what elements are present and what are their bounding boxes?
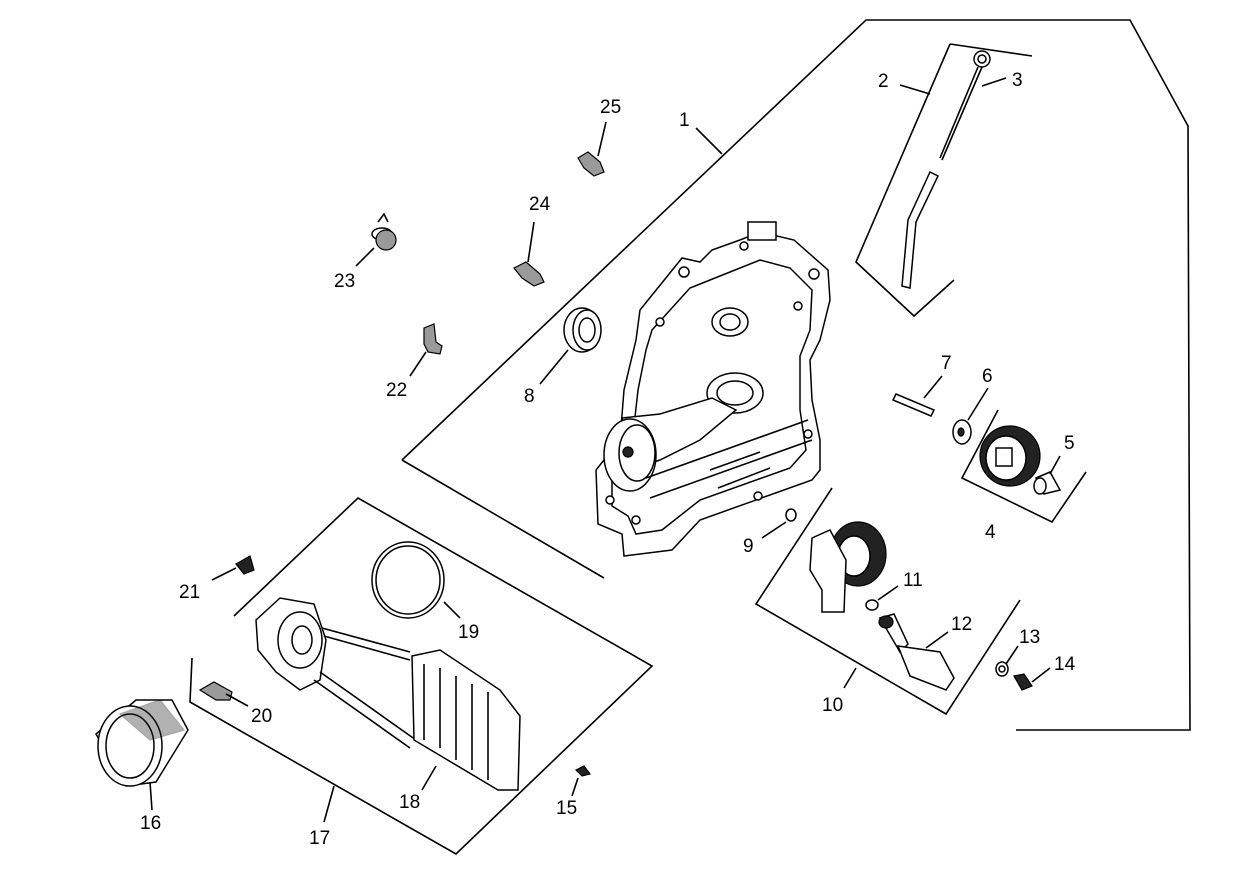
- elbow-fitting: [423, 323, 443, 355]
- callout-16: 16: [140, 813, 161, 834]
- bolt-20: [198, 681, 233, 701]
- oil-filter-adapter: [255, 597, 417, 749]
- o-ring-pump: [865, 599, 879, 611]
- callout-24: 24: [529, 194, 551, 215]
- callout-12: 12: [951, 614, 972, 635]
- callout-4: 4: [985, 522, 996, 543]
- crankcase-cover: [595, 221, 831, 557]
- crankcase-cover-group-outline-lower: [401, 459, 605, 579]
- washer-13: [995, 661, 1009, 677]
- washer: [952, 419, 972, 445]
- callout-2: 2: [878, 71, 889, 92]
- leader-lines: [149, 77, 1061, 823]
- callout-7: 7: [941, 353, 952, 374]
- oil-seal: [563, 307, 602, 353]
- shaft-pin: [891, 393, 936, 417]
- callout-9: 9: [743, 536, 754, 557]
- oil-pump-group-outline: [754, 487, 1021, 716]
- group-outlines: [189, 19, 1191, 855]
- o-ring-large: [371, 541, 445, 619]
- bolt-25: [577, 151, 605, 177]
- callout-18: 18: [399, 792, 420, 813]
- crankcase-cover-group-outline: [401, 19, 1191, 731]
- callout-15: 15: [556, 798, 577, 819]
- callout-17: 17: [309, 828, 330, 849]
- dipstick-group-outline: [949, 43, 1033, 57]
- callout-6: 6: [982, 366, 993, 387]
- dipstick: [901, 50, 991, 289]
- callout-5: 5: [1064, 433, 1075, 454]
- callout-3: 3: [1012, 70, 1023, 91]
- gear-sleeve: [1033, 471, 1062, 495]
- callout-13: 13: [1019, 627, 1040, 648]
- callout-10: 10: [822, 695, 843, 716]
- callout-1: 1: [679, 110, 690, 131]
- oil-strainer: [878, 613, 955, 691]
- callout-8: 8: [524, 386, 535, 407]
- callout-14: 14: [1054, 654, 1076, 675]
- o-ring-small: [785, 508, 797, 522]
- callouts: 1 2 3 4 5 6 7 8 9 10 11 12 13 14 15 16 1…: [140, 70, 1076, 849]
- callout-20: 20: [251, 706, 272, 727]
- oil-pump-gear: [809, 521, 887, 613]
- oil-pressure-switch: [371, 212, 397, 251]
- callout-19: 19: [458, 622, 479, 643]
- callout-25: 25: [600, 97, 621, 118]
- oil-cooler: [411, 649, 521, 791]
- clip-21: [235, 555, 255, 575]
- dipstick-group-outline-2: [855, 43, 955, 318]
- bolt-24: [513, 261, 545, 287]
- oil-cooler-group-outline: [189, 497, 654, 855]
- callout-23: 23: [334, 271, 355, 292]
- governor-gear: [979, 425, 1041, 487]
- bolt-14: [1013, 673, 1033, 691]
- callout-11: 11: [903, 570, 923, 591]
- callout-22: 22: [386, 380, 407, 401]
- gear-group-outline: [960, 409, 1087, 524]
- screw-15: [574, 765, 592, 777]
- oil-filter: [95, 699, 189, 787]
- callout-21: 21: [179, 582, 200, 603]
